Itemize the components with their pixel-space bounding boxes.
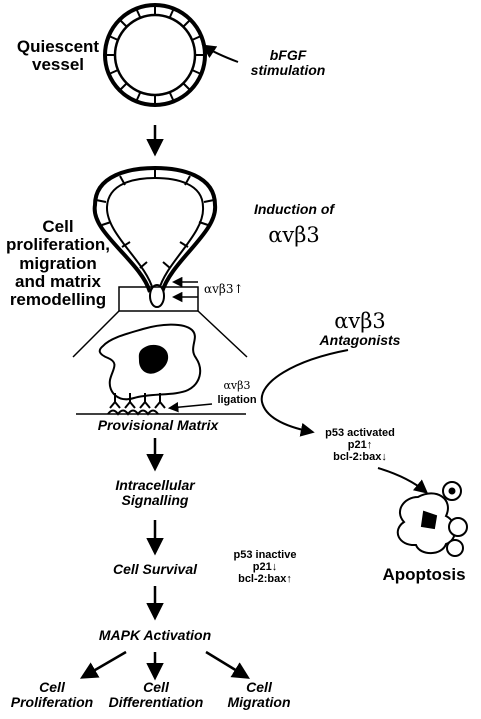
induction-avb3-label: αvβ3	[268, 223, 320, 247]
cell-proliferation-label: Cell Proliferation	[10, 679, 94, 711]
quiescent-vessel-ring	[103, 3, 207, 107]
endothelial-cell	[98, 323, 202, 401]
antagonists-label: Antagonists	[319, 332, 401, 348]
arrow-mapk-to-migration	[205, 650, 250, 679]
cell-proliferation-migration-label: Cell proliferation, migration and matrix…	[6, 217, 110, 310]
funnel-right	[197, 310, 248, 358]
arrow-to-apoptosis	[377, 467, 429, 494]
apoptotic-cell	[396, 481, 468, 557]
bfgf-stimulation-label: bFGF stimulation	[250, 47, 326, 79]
integrin-receptors	[109, 393, 166, 409]
antagonists-avb3-label: αvβ3	[334, 309, 386, 333]
p53-inactive-label: p53 inactive p21↓ bcl-2:bax↑	[233, 549, 297, 585]
cell-survival-label: Cell Survival	[112, 561, 198, 577]
quiescent-vessel-label: Quiescent vessel	[16, 37, 100, 75]
sprout-tip-box	[118, 286, 199, 312]
cell-migration-label: Cell Migration	[227, 679, 291, 711]
antagonist-arrow	[260, 349, 349, 437]
sprouting-vessel	[92, 165, 218, 308]
arrow-mapk-to-proliferation	[79, 650, 127, 679]
bfgf-arrow	[201, 44, 239, 63]
intracellular-signalling-label: Intracellular Signalling	[115, 477, 195, 509]
matrix-ligands	[107, 409, 159, 416]
apoptosis-label: Apoptosis	[382, 565, 466, 584]
ligation-avb3-label: αvβ3	[223, 379, 251, 392]
p53-activated-label: p53 activated p21↑ bcl-2:bax↓	[325, 427, 395, 463]
cell-differentiation-label: Cell Differentiation	[108, 679, 204, 711]
funnel-left	[72, 310, 120, 358]
avb3-upregulated-label: αvβ3↑	[204, 282, 244, 296]
induction-of-label: Induction of	[253, 201, 335, 217]
ligation-arrow	[167, 401, 213, 413]
cell-nucleus	[138, 344, 169, 374]
ligation-label: ligation	[217, 394, 257, 406]
provisional-matrix-label: Provisional Matrix	[97, 417, 219, 433]
mapk-activation-label: MAPK Activation	[98, 627, 212, 643]
